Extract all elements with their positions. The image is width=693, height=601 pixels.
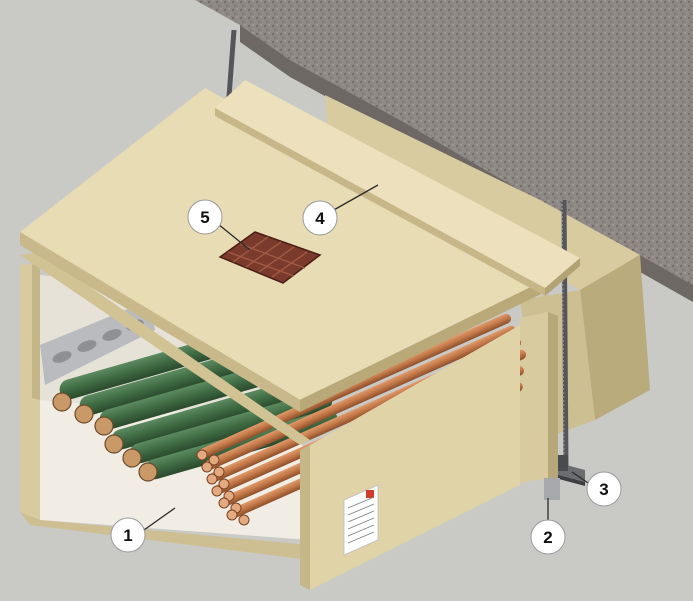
callout-3: 3 — [586, 471, 622, 507]
callout-4-label: 4 — [315, 209, 325, 228]
callout-3-label: 3 — [599, 480, 608, 499]
callout-4: 4 — [302, 200, 338, 236]
callout-2-label: 2 — [543, 528, 552, 547]
callout-5: 5 — [187, 199, 223, 235]
leader-lines — [143, 184, 592, 531]
callout-2: 2 — [530, 519, 566, 555]
fire-rating-label — [343, 484, 379, 556]
callout-1: 1 — [110, 517, 146, 553]
callout-5-label: 5 — [200, 208, 209, 227]
callout-1-label: 1 — [123, 526, 132, 545]
vent-grille — [218, 231, 322, 284]
cover-strip — [215, 80, 580, 296]
fire-board-strip — [520, 312, 560, 500]
